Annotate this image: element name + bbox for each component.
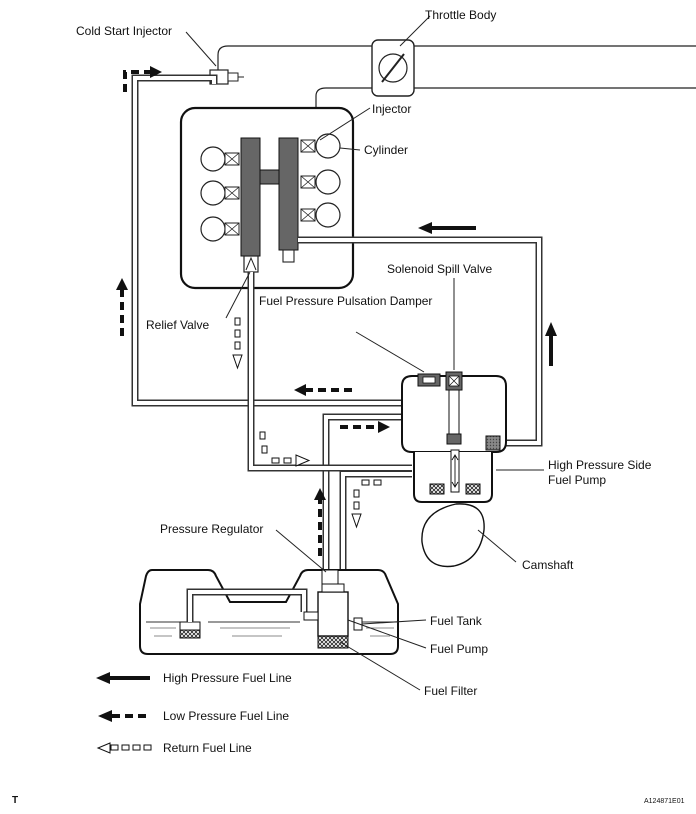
label-fuel-pump: Fuel Pump — [430, 642, 489, 656]
cylinder-left-1 — [200, 146, 240, 172]
label-high-pressure-side-line2: Fuel Pump — [548, 473, 607, 487]
footer-left-mark: T — [12, 795, 19, 806]
fuel-rail-left — [240, 137, 261, 257]
return-fuel-line — [247, 272, 412, 578]
legend-low-pressure-label: Low Pressure Fuel Line — [163, 709, 290, 723]
throttle-body — [371, 39, 415, 97]
label-cold-start-injector: Cold Start Injector — [76, 24, 173, 38]
label-injector: Injector — [372, 102, 412, 116]
fuel-pressure-pulsation-damper — [417, 373, 441, 387]
solenoid-spill-valve — [445, 371, 463, 445]
cylinder-left-2 — [200, 180, 240, 206]
fuel-tank — [139, 569, 399, 655]
cylinder-right-2 — [300, 169, 341, 195]
leader-lines — [185, 15, 544, 691]
label-high-pressure-side-line1: High Pressure Side — [548, 458, 652, 472]
high-pressure-line — [298, 236, 543, 447]
high-pressure-pump — [401, 371, 507, 503]
fuel-rail-right — [278, 137, 299, 251]
legend-return-label: Return Fuel Line — [163, 741, 252, 755]
label-solenoid-spill-valve: Solenoid Spill Valve — [387, 262, 493, 276]
label-pressure-regulator: Pressure Regulator — [160, 522, 264, 536]
cylinder-right-1 — [300, 133, 341, 159]
label-fuel-tank: Fuel Tank — [430, 614, 482, 628]
cylinder-right-3 — [300, 202, 341, 228]
camshaft — [421, 503, 485, 568]
fuel-filter — [317, 635, 349, 649]
label-fuel-pressure-pulsation-damper: Fuel Pressure Pulsation Damper — [259, 294, 433, 308]
pressure-regulator — [321, 569, 339, 585]
legend-high-pressure-label: High Pressure Fuel Line — [163, 671, 292, 685]
relief-valve — [243, 255, 259, 273]
label-camshaft: Camshaft — [522, 558, 574, 572]
low-pressure-line — [131, 74, 410, 578]
intake-air-lines — [217, 45, 696, 108]
label-throttle-body: Throttle Body — [425, 8, 497, 22]
label-cylinder: Cylinder — [364, 143, 409, 157]
label-relief-valve: Relief Valve — [146, 318, 210, 332]
label-fuel-filter: Fuel Filter — [424, 684, 478, 698]
cylinder-left-3 — [200, 216, 240, 242]
legend-symbols — [96, 672, 152, 754]
fuel-pump — [317, 591, 349, 637]
flow-arrows — [116, 66, 557, 556]
fuel-rail-crossover — [259, 169, 280, 185]
figure-id: A124871E01 — [644, 798, 685, 805]
check-valve — [485, 435, 501, 451]
